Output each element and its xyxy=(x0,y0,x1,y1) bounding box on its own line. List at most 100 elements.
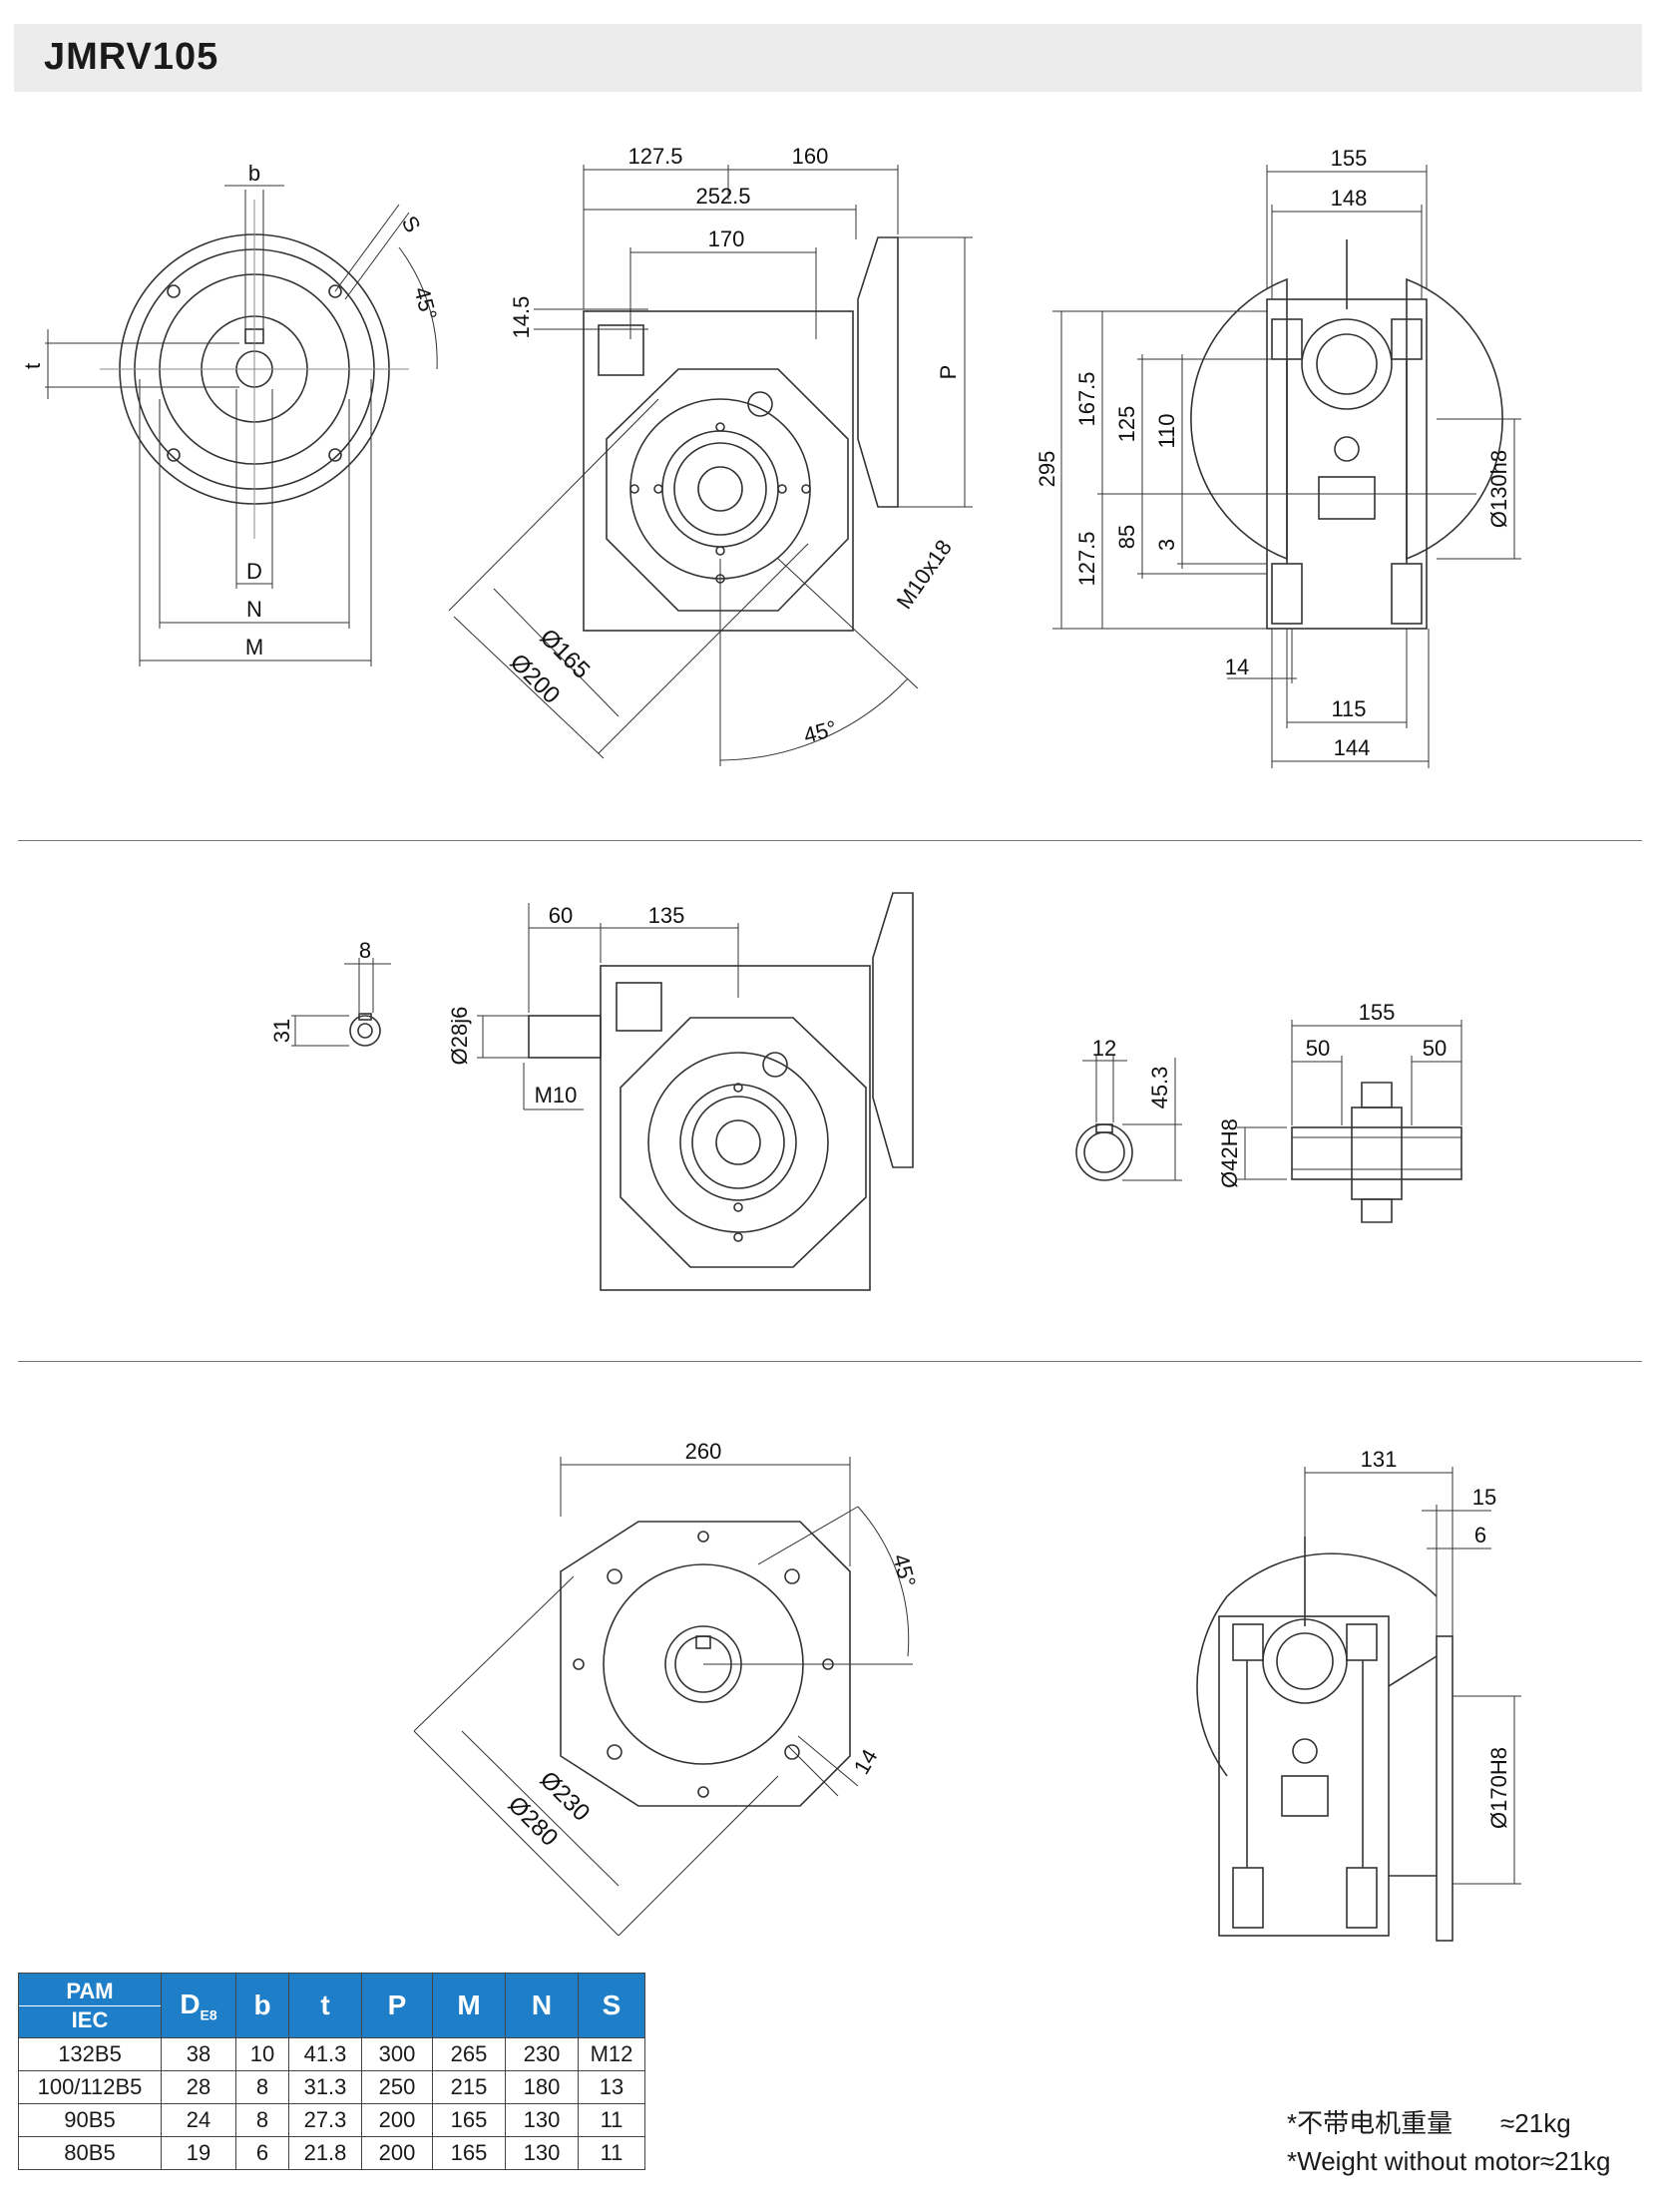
label-14: 14 xyxy=(1225,655,1249,679)
label-110: 110 xyxy=(1154,413,1179,448)
cell: 38 xyxy=(161,2037,236,2071)
cell: 13 xyxy=(578,2070,645,2104)
label-dia-28: Ø28j6 xyxy=(447,1007,472,1066)
section-divider-1 xyxy=(18,840,1642,841)
cell: 6 xyxy=(235,2136,289,2170)
weight-label-cn: *不带电机重量 xyxy=(1287,2108,1453,2138)
weight-row-en: *Weight without motor ≈21kg xyxy=(1287,2142,1611,2180)
cell: M12 xyxy=(578,2037,645,2071)
cell: 90B5 xyxy=(18,2103,162,2137)
label-14-b: 14 xyxy=(849,1745,883,1779)
header-p: P xyxy=(361,1973,433,2038)
view-hollow-section xyxy=(1237,1020,1462,1223)
header-b: b xyxy=(235,1973,289,2038)
cell: 132B5 xyxy=(18,2037,162,2071)
label-252-5: 252.5 xyxy=(695,184,750,209)
cell: 165 xyxy=(432,2103,506,2137)
label-s: S xyxy=(397,212,426,236)
label-12: 12 xyxy=(1092,1036,1116,1061)
cell: 27.3 xyxy=(288,2103,362,2137)
view-flange-front xyxy=(45,185,438,666)
header-d-main: D xyxy=(180,1988,201,2019)
label-127-5-v: 127.5 xyxy=(1074,531,1099,586)
weight-value-en: ≈21kg xyxy=(1539,2146,1611,2176)
cell: 250 xyxy=(361,2070,433,2104)
label-angle: 45° xyxy=(409,284,442,323)
weight-label-en: *Weight without motor xyxy=(1287,2146,1540,2176)
section-divider-2 xyxy=(18,1361,1642,1362)
weight-row-cn: *不带电机重量 ≈21kg xyxy=(1287,2104,1611,2142)
label-t: t xyxy=(20,363,45,369)
label-50-left: 50 xyxy=(1306,1036,1330,1061)
cell: 19 xyxy=(161,2136,236,2170)
cell: 130 xyxy=(505,2136,579,2170)
label-50-right: 50 xyxy=(1423,1036,1447,1061)
label-60: 60 xyxy=(549,903,573,928)
cell: 200 xyxy=(361,2136,433,2170)
cell: 28 xyxy=(161,2070,236,2104)
label-dia-42: Ø42H8 xyxy=(1217,1118,1242,1188)
cell: 8 xyxy=(235,2103,289,2137)
label-167-5: 167.5 xyxy=(1074,371,1099,426)
view-gearbox-front xyxy=(448,165,973,766)
label-angle-2: 45° xyxy=(801,715,840,748)
view-hollow-bore xyxy=(1075,1056,1182,1181)
weight-note: *不带电机重量 ≈21kg *Weight without motor ≈21k… xyxy=(1287,2104,1611,2180)
label-m: M xyxy=(245,635,263,660)
header-n: N xyxy=(505,1973,579,2038)
header-d: DE8 xyxy=(161,1973,236,2038)
weight-value-cn: ≈21kg xyxy=(1500,2108,1571,2138)
label-45-3: 45.3 xyxy=(1147,1067,1172,1109)
page-title: JMRV105 xyxy=(44,36,219,78)
label-127-5: 127.5 xyxy=(627,144,682,169)
header-pam-iec: PAM IEC xyxy=(18,1973,162,2038)
spec-table-header: PAM IEC DE8 b t P M N S xyxy=(18,1973,645,2038)
cell: 31.3 xyxy=(288,2070,362,2104)
view-side-output-flange xyxy=(1196,1467,1521,1942)
header-t: t xyxy=(288,1973,362,2038)
header-s: S xyxy=(578,1973,645,2038)
label-b: b xyxy=(248,161,260,186)
cell: 200 xyxy=(361,2103,433,2137)
label-131: 131 xyxy=(1361,1447,1398,1472)
label-6: 6 xyxy=(1474,1523,1486,1548)
cell: 100/112B5 xyxy=(18,2070,162,2104)
cell: 80B5 xyxy=(18,2136,162,2170)
header-iec: IEC xyxy=(71,2006,109,2032)
label-8: 8 xyxy=(359,938,371,963)
header-bar: JMRV105 xyxy=(14,24,1642,92)
cell: 180 xyxy=(505,2070,579,2104)
label-n: N xyxy=(246,597,262,622)
cell: 41.3 xyxy=(288,2037,362,2071)
label-p: P xyxy=(936,365,961,380)
label-260: 260 xyxy=(685,1439,722,1464)
cell: 24 xyxy=(161,2103,236,2137)
label-31: 31 xyxy=(269,1019,294,1043)
label-angle-3: 45° xyxy=(888,1551,921,1590)
cell: 11 xyxy=(578,2136,645,2170)
view-output-flange xyxy=(413,1457,913,1937)
label-dia-170: Ø170H8 xyxy=(1486,1747,1511,1829)
label-m10: M10 xyxy=(535,1083,578,1107)
cell: 300 xyxy=(361,2037,433,2071)
label-125: 125 xyxy=(1114,406,1139,443)
label-295: 295 xyxy=(1035,451,1059,488)
label-170: 170 xyxy=(708,226,745,251)
label-135: 135 xyxy=(648,903,685,928)
label-d: D xyxy=(246,559,262,584)
cell: 21.8 xyxy=(288,2136,362,2170)
cell: 215 xyxy=(432,2070,506,2104)
header-m: M xyxy=(432,1973,506,2038)
cell: 11 xyxy=(578,2103,645,2137)
label-dia-130: Ø130h8 xyxy=(1486,450,1511,528)
label-15: 15 xyxy=(1472,1485,1496,1510)
cell: 8 xyxy=(235,2070,289,2104)
label-148: 148 xyxy=(1331,186,1368,211)
label-115: 115 xyxy=(1331,696,1366,721)
